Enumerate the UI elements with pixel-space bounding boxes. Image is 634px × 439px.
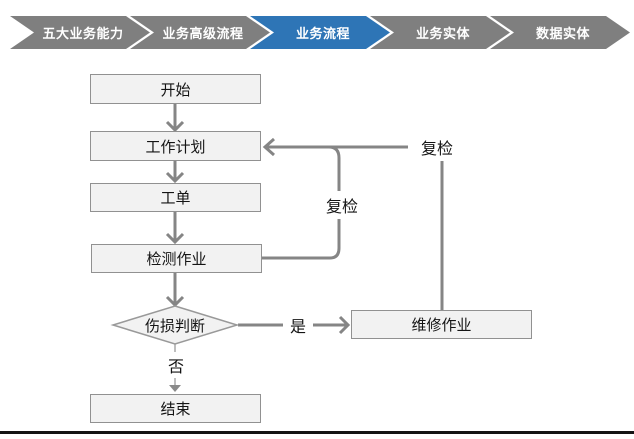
edge-label-yes: 是 — [283, 311, 313, 339]
node-label: 工单 — [160, 189, 191, 207]
node-damage-decision: 伤损判断 — [113, 306, 237, 344]
process-breadcrumb: 五大业务能力 业务高级流程 业务流程 业务实体 数据实体 — [10, 16, 630, 49]
node-label: 开始 — [160, 80, 191, 99]
edge-label-no: 否 — [161, 352, 191, 378]
slide-bottom-rule — [0, 431, 634, 434]
arrowhead-down-icon — [165, 232, 185, 245]
arrowhead-down-icon — [165, 171, 185, 184]
arrowhead-left-icon — [262, 137, 275, 157]
nav-item-label: 数据实体 — [535, 27, 590, 42]
arrowhead-down-icon — [165, 120, 185, 133]
nav-item-label: 业务流程 — [295, 27, 350, 42]
arrowhead-small-down-icon — [169, 385, 181, 392]
node-end: 结束 — [90, 394, 261, 423]
nav-item-data-entity[interactable]: 数据实体 — [490, 16, 630, 49]
edge-label-recheck-inner: 复检 — [316, 191, 368, 219]
node-label: 工作计划 — [145, 137, 206, 156]
arrowhead-down-icon — [165, 295, 185, 308]
arrowhead-right-icon — [338, 315, 351, 335]
node-work-order: 工单 — [90, 183, 261, 212]
node-label: 结束 — [160, 400, 191, 418]
node-work-plan: 工作计划 — [90, 131, 261, 161]
node-repair-job: 维修作业 — [351, 310, 532, 339]
decision-diamond-shape — [110, 305, 240, 345]
node-start: 开始 — [90, 74, 261, 104]
recheck-loop-outer — [266, 145, 444, 310]
edge-label-recheck-outer: 复检 — [408, 133, 466, 161]
nav-item-label: 业务实体 — [415, 27, 470, 42]
nav-item-label: 业务高级流程 — [162, 27, 244, 42]
node-label: 检测作业 — [146, 250, 207, 268]
node-label: 维修作业 — [411, 316, 472, 334]
nav-item-label: 五大业务能力 — [42, 27, 124, 42]
node-label: 伤损判断 — [144, 316, 205, 335]
node-inspection-job: 检测作业 — [91, 244, 262, 273]
